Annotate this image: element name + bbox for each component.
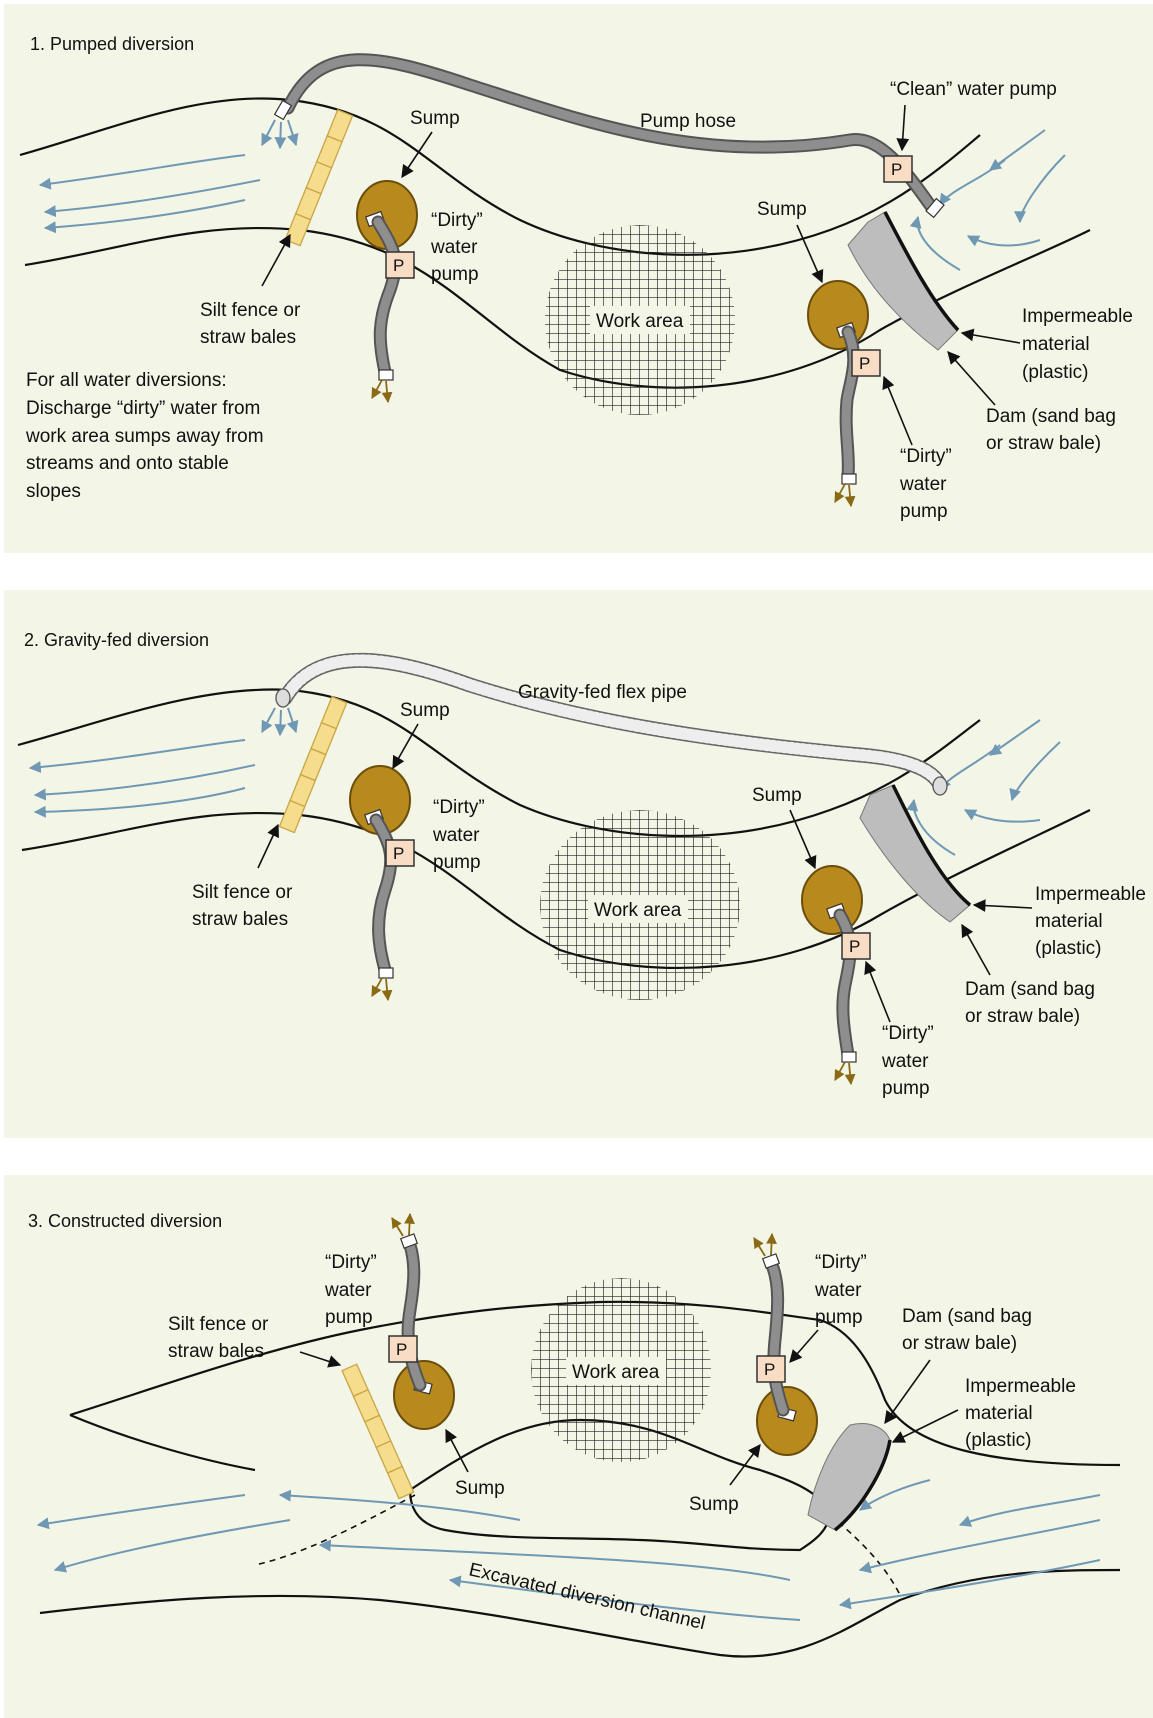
label-flex-pipe: Gravity-fed flex pipe: [518, 682, 687, 703]
pipe-intake-icon: [933, 777, 947, 795]
panel-pumped-diversion: 1. Pumped diversion: [4, 4, 1153, 553]
work-area-label: Work area: [596, 311, 684, 332]
label-sump-left: Sump: [410, 108, 460, 129]
label-sump-right: Sump: [689, 1494, 739, 1515]
sump-left: [394, 1361, 454, 1429]
svg-text:P: P: [396, 1340, 407, 1359]
svg-text:P: P: [859, 354, 870, 373]
panel-constructed-diversion: 3. Constructed diversion: [4, 1175, 1153, 1718]
work-area-label: Work area: [572, 1362, 660, 1383]
pump-letter: P: [393, 256, 404, 275]
label-sump-right: Sump: [757, 199, 807, 220]
label-clean-water-pump: “Clean” water pump: [890, 79, 1057, 100]
sump-right: [802, 866, 862, 934]
sump-right: [757, 1387, 817, 1455]
sump-right: [808, 281, 868, 349]
work-area-label: Work area: [594, 900, 682, 921]
label-sump-left: Sump: [400, 700, 450, 721]
panel-title: 1. Pumped diversion: [30, 34, 194, 54]
svg-text:P: P: [849, 937, 860, 956]
pipe-outlet-icon: [276, 689, 290, 707]
svg-text:P: P: [764, 1360, 775, 1379]
label-sump-left: Sump: [455, 1478, 505, 1499]
label-sump-right: Sump: [752, 785, 802, 806]
svg-text:P: P: [393, 844, 404, 863]
label-pump-hose: Pump hose: [640, 111, 736, 132]
panel-gravity-fed-diversion: 2. Gravity-fed diversion: [4, 590, 1153, 1138]
panel-title: 2. Gravity-fed diversion: [24, 630, 209, 650]
svg-text:P: P: [891, 160, 902, 179]
panel-title: 3. Constructed diversion: [28, 1211, 222, 1231]
